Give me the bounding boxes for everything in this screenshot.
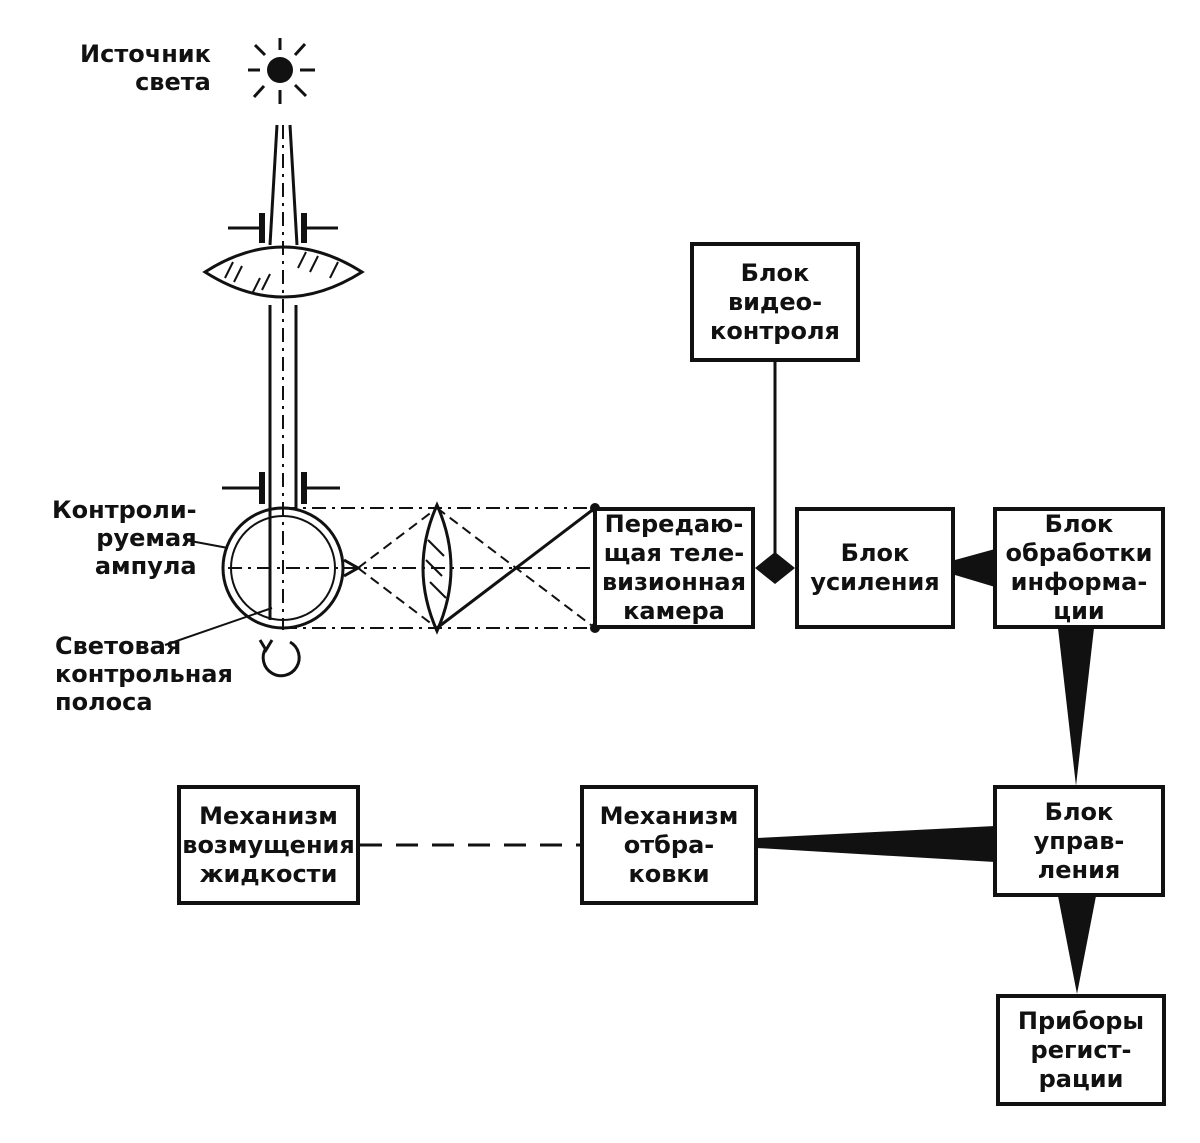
tv-camera-text: Передаю- щая теле- визионная камера (601, 510, 747, 625)
processing-control-arrow (1058, 628, 1094, 786)
control-recorders-arrow (1058, 896, 1096, 994)
light-band-label: Световая контрольная полоса (55, 632, 233, 716)
agitation-mechanism-text: Механизм возмущения жидкости (182, 801, 355, 888)
control-unit-text: Блок управ- ления (1033, 797, 1125, 884)
info-processing-text: Блок обработки информа- ции (1005, 510, 1153, 625)
light-source-label: Источник света (80, 40, 211, 96)
control-unit-block: Блок управ- ления (993, 785, 1165, 897)
ampoule-icon (221, 506, 595, 630)
amplifier-text: Блок усиления (810, 539, 940, 596)
control-reject-arrow (757, 826, 995, 862)
connections (360, 360, 1096, 994)
video-control-block: Блок видео- контроля (690, 242, 860, 362)
camera-amplifier-joint (755, 552, 795, 584)
video-control-text: Блок видео- контроля (710, 258, 840, 345)
reject-mechanism-block: Механизм отбра- ковки (580, 785, 758, 905)
upper-diaphragm-icon (228, 213, 338, 243)
recorders-block: Приборы регист- рации (996, 994, 1166, 1106)
light-band-leader-line (164, 607, 273, 646)
vertical-light-beam (268, 124, 299, 630)
rotation-arrow-icon (258, 639, 301, 678)
objective-lens-icon (421, 501, 453, 635)
recorders-text: Приборы регист- рации (1017, 1006, 1145, 1093)
reject-mechanism-text: Механизм отбра- ковки (599, 801, 739, 888)
tv-camera-block: Передаю- щая теле- визионная камера (593, 507, 755, 629)
amplifier-processing-arrow (955, 549, 995, 587)
condenser-lens-icon (202, 245, 365, 299)
info-processing-block: Блок обработки информа- ции (993, 507, 1165, 629)
lower-diaphragm-icon (222, 472, 340, 504)
agitation-mechanism-block: Механизм возмущения жидкости (177, 785, 360, 905)
amplifier-block: Блок усиления (795, 507, 955, 629)
light-source-icon (248, 38, 315, 104)
ampoule-leader-line (184, 539, 229, 549)
ampoule-label: Контроли- руемая ампула (52, 496, 197, 580)
